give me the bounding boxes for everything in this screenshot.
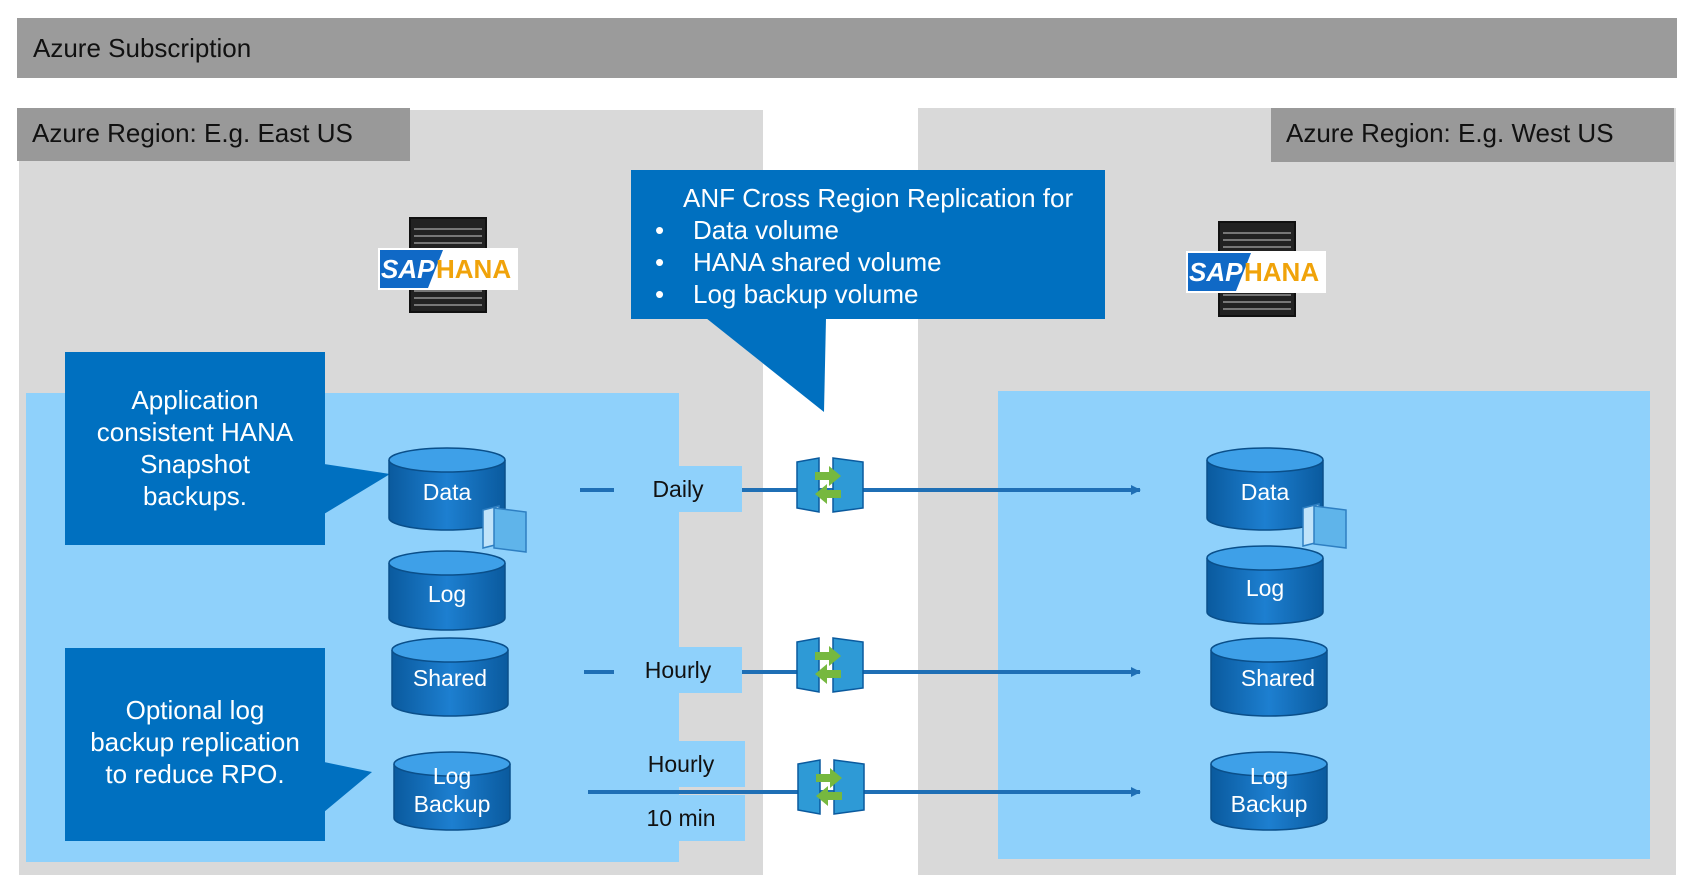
snapshot-copy-icon [482, 505, 527, 553]
snapshot-callout-tail [324, 464, 390, 514]
cross-region-item: HANA shared volume [655, 246, 1105, 278]
target-region-label-text: Azure Region: E.g. West US [1286, 118, 1614, 148]
shared-volume-icon [391, 637, 509, 717]
logbackup-label-line: Backup [413, 791, 491, 817]
replication-icon [796, 457, 864, 513]
subscription-bar: Azure Subscription [17, 18, 1677, 78]
data-volume-icon [388, 447, 506, 531]
sap-hana-logo: SAP HANA [1186, 251, 1326, 293]
server-rack-icon [378, 217, 518, 313]
callout-line: to reduce RPO. [105, 759, 285, 789]
logbackup-callout-tail [324, 762, 372, 812]
log-volume-icon [1206, 545, 1324, 625]
callout-line: Snapshot [140, 449, 250, 479]
shared-volume-label: Shared [1240, 665, 1316, 691]
logbackup-volume-label: Log Backup [394, 762, 510, 818]
logbackup-volume-icon [1210, 751, 1328, 831]
source-region-label: Azure Region: E.g. East US [17, 108, 410, 161]
cross-region-item: Data volume [655, 214, 1105, 246]
data-volume-label: Data [1240, 479, 1290, 505]
shared-schedule-label: Hourly [614, 647, 742, 693]
logbackup-volume-label: Log Backup [1211, 762, 1327, 818]
cross-region-title: ANF Cross Region Replication for [683, 183, 1074, 213]
data-schedule-label: Daily [614, 466, 742, 512]
sap-logo-text: SAP [1189, 257, 1243, 287]
snapshot-callout: Application consistent HANA Snapshot bac… [65, 352, 325, 545]
sap-logo-text: SAP [381, 254, 435, 284]
logbackup-volume-icon [393, 751, 511, 831]
replication-icon [796, 637, 864, 693]
log-volume-icon [388, 550, 506, 631]
logbackup-label-line: Log [1249, 763, 1289, 789]
logbackup-label-line: Log [432, 763, 472, 789]
logbackup-callout: Optional log backup replication to reduc… [65, 648, 325, 841]
replication-icon [797, 759, 865, 815]
server-rack-icon [1186, 221, 1326, 317]
cross-callout-tail [706, 318, 826, 412]
callout-line: consistent HANA [96, 417, 294, 447]
shared-volume-icon [1210, 637, 1328, 717]
cross-region-callout: ANF Cross Region Replication for Data vo… [631, 170, 1105, 319]
cross-region-item: Log backup volume [655, 278, 1105, 310]
logbackup-schedule-alt-label: 10 min [617, 795, 745, 841]
data-volume-label: Data [422, 479, 472, 505]
source-region-label-text: Azure Region: E.g. East US [32, 118, 353, 148]
log-volume-label: Log [427, 581, 467, 607]
callout-line: Application [131, 385, 259, 415]
cross-region-list: Data volume HANA shared volume Log backu… [655, 214, 1105, 310]
sap-hana-logo: SAP HANA [378, 248, 518, 290]
callout-line: backups. [142, 481, 248, 511]
shared-volume-label: Shared [412, 665, 488, 691]
hana-logo-text: HANA [1244, 257, 1320, 287]
snapshot-copy-icon [1302, 503, 1347, 549]
target-region-label: Azure Region: E.g. West US [1271, 108, 1674, 162]
logbackup-schedule-label: Hourly [617, 741, 745, 787]
callout-line: backup replication [90, 727, 300, 757]
log-volume-label: Log [1245, 575, 1285, 601]
logbackup-label-line: Backup [1230, 791, 1308, 817]
callout-line: Optional log [125, 695, 265, 725]
subscription-label: Azure Subscription [33, 33, 252, 63]
hana-logo-text: HANA [436, 254, 512, 284]
